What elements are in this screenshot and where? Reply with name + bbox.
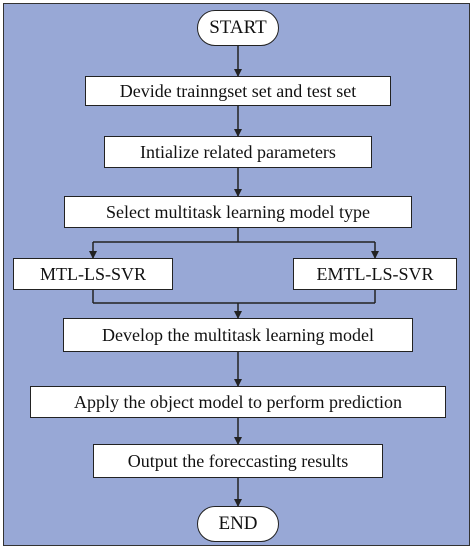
- step-initialize-parameters: Intialize related parameters: [104, 136, 372, 168]
- branch-emtl-ls-svr: EMTL-LS-SVR: [293, 258, 457, 290]
- end-terminal: END: [197, 506, 279, 542]
- step-output-results: Output the foreccasting results: [93, 444, 383, 478]
- step-apply-model: Apply the object model to perform predic…: [30, 386, 446, 418]
- step-select-model-type: Select multitask learning model type: [64, 196, 412, 228]
- step-devide-sets: Devide trainngset set and test set: [85, 76, 391, 106]
- branch-mtl-ls-svr: MTL-LS-SVR: [13, 258, 173, 290]
- start-terminal: START: [197, 10, 279, 46]
- step-develop-model: Develop the multitask learning model: [63, 318, 413, 352]
